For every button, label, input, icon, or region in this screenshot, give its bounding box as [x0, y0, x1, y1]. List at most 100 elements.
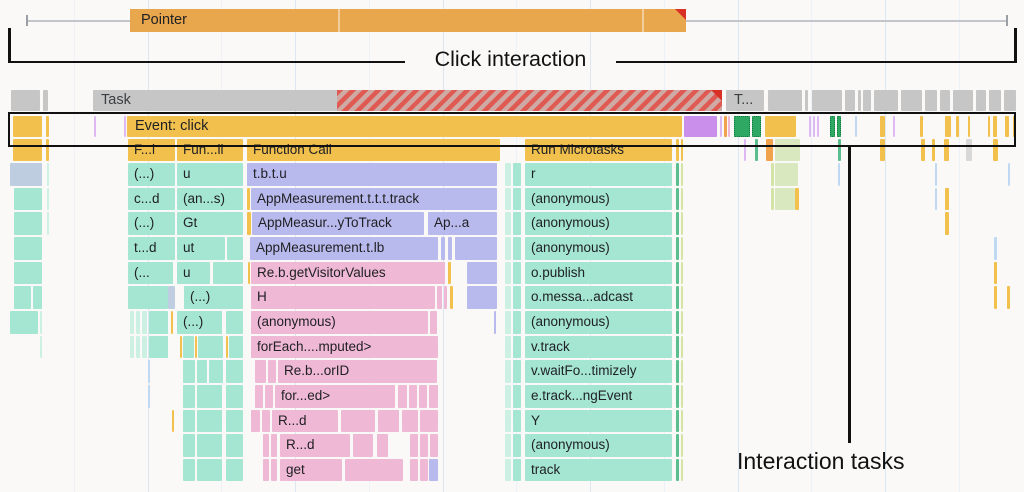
flame-bar[interactable]: [197, 434, 222, 457]
flame-bar[interactable]: [229, 335, 243, 359]
flame-bar[interactable]: [183, 385, 195, 408]
flame-bar[interactable]: [448, 237, 452, 260]
flame-bar[interactable]: [209, 360, 223, 383]
flame-bar[interactable]: [227, 237, 243, 260]
event-segment[interactable]: [1005, 116, 1009, 137]
flame-bar[interactable]: H: [251, 286, 435, 309]
flame-bar[interactable]: u: [177, 261, 210, 285]
flame-bar[interactable]: Fun...ll: [177, 138, 243, 161]
event-segment[interactable]: [988, 116, 990, 137]
flame-bar[interactable]: [450, 286, 453, 309]
flame-bar[interactable]: (...): [128, 163, 175, 186]
event-segment[interactable]: [880, 116, 885, 137]
task-segment[interactable]: [43, 90, 48, 111]
flame-bar[interactable]: [47, 212, 49, 235]
flame-bar[interactable]: [681, 286, 683, 309]
flame-bar[interactable]: [345, 458, 403, 482]
flame-bar[interactable]: R...d: [280, 434, 350, 457]
flame-bar[interactable]: [676, 385, 679, 408]
flame-bar[interactable]: [429, 458, 438, 482]
flame-bar[interactable]: [513, 212, 521, 235]
flame-bar[interactable]: [130, 335, 134, 359]
flame-bar[interactable]: [513, 385, 521, 408]
flame-bar[interactable]: [505, 360, 511, 383]
flame-bar[interactable]: [183, 335, 194, 359]
flame-bar[interactable]: [681, 360, 683, 383]
task-segment[interactable]: [845, 90, 855, 111]
task-segment[interactable]: [874, 90, 898, 111]
flame-bar[interactable]: [411, 360, 419, 383]
flame-bar[interactable]: [183, 434, 195, 457]
flame-bar[interactable]: [771, 163, 774, 186]
flame-bar[interactable]: [444, 286, 447, 309]
flame-bar[interactable]: [14, 212, 42, 235]
event-segment[interactable]: Event: click: [127, 116, 682, 137]
flame-bar[interactable]: [248, 261, 250, 285]
task-segment[interactable]: [953, 90, 973, 111]
event-segment[interactable]: [720, 116, 722, 137]
flame-bar[interactable]: [341, 409, 375, 433]
flame-bar[interactable]: Re.b.getVisitorValues: [251, 261, 445, 285]
flame-bar[interactable]: [14, 261, 42, 285]
flame-bar[interactable]: (an...s): [177, 187, 243, 211]
flame-bar[interactable]: [766, 138, 773, 161]
task-segment[interactable]: [940, 90, 950, 111]
event-segment[interactable]: [1013, 116, 1016, 137]
flame-bar[interactable]: [775, 163, 798, 186]
flame-bar[interactable]: [142, 335, 147, 359]
event-segment[interactable]: [46, 116, 49, 137]
flame-bar[interactable]: [945, 187, 949, 211]
flame-bar[interactable]: [149, 335, 168, 359]
flame-bar[interactable]: [47, 187, 49, 211]
flame-bar[interactable]: (anonymous): [251, 311, 428, 334]
event-segment[interactable]: [855, 116, 857, 137]
event-segment[interactable]: [765, 116, 796, 137]
flame-bar[interactable]: [676, 237, 679, 260]
flame-bar[interactable]: [14, 286, 31, 309]
flame-bar[interactable]: [676, 261, 679, 285]
flame-bar[interactable]: [247, 212, 251, 235]
flame-bar[interactable]: [838, 163, 840, 186]
flame-bar[interactable]: [226, 335, 228, 359]
flame-bar[interactable]: [10, 163, 42, 186]
flame-bar[interactable]: [681, 261, 683, 285]
flame-bar[interactable]: [994, 261, 997, 285]
flame-bar[interactable]: [251, 409, 260, 433]
flame-bar[interactable]: [921, 138, 925, 161]
flame-bar[interactable]: [148, 360, 150, 383]
flame-bar[interactable]: [180, 335, 182, 359]
event-segment[interactable]: [13, 116, 42, 137]
event-segment[interactable]: [724, 116, 727, 137]
flame-bar[interactable]: [513, 458, 521, 482]
flame-bar[interactable]: [681, 409, 683, 433]
flame-bar[interactable]: Re.b...orID: [278, 360, 436, 383]
flame-bar[interactable]: F...l: [128, 138, 175, 161]
flame-bar[interactable]: [409, 385, 417, 408]
flame-bar[interactable]: [142, 311, 147, 334]
flame-bar[interactable]: [195, 335, 197, 359]
flame-bar[interactable]: [505, 261, 511, 285]
flame-bar[interactable]: [676, 409, 679, 433]
flame-bar[interactable]: [505, 385, 511, 408]
flame-bar[interactable]: [681, 187, 683, 211]
flame-bar[interactable]: [149, 311, 168, 334]
flame-bar[interactable]: [513, 434, 521, 457]
flame-bar[interactable]: u: [177, 163, 243, 186]
flame-bar[interactable]: [513, 335, 521, 359]
flame-bar[interactable]: [226, 360, 243, 383]
task-segment[interactable]: [768, 90, 802, 111]
flame-bar[interactable]: [513, 311, 521, 334]
flame-bar[interactable]: o.messa...adcast: [525, 286, 672, 309]
flame-bar[interactable]: [400, 360, 409, 383]
flame-bar[interactable]: [421, 360, 437, 383]
task-segment[interactable]: [901, 90, 922, 111]
flame-bar[interactable]: forEach....mputed>: [251, 335, 438, 359]
event-segment[interactable]: [813, 116, 815, 137]
flame-bar[interactable]: [33, 286, 42, 309]
flame-bar[interactable]: [467, 261, 497, 285]
flame-bar[interactable]: Y: [525, 409, 672, 433]
task-segment[interactable]: [925, 90, 937, 111]
flame-bar[interactable]: [838, 138, 841, 161]
flame-bar[interactable]: [40, 335, 42, 359]
flame-bar[interactable]: [226, 311, 243, 334]
